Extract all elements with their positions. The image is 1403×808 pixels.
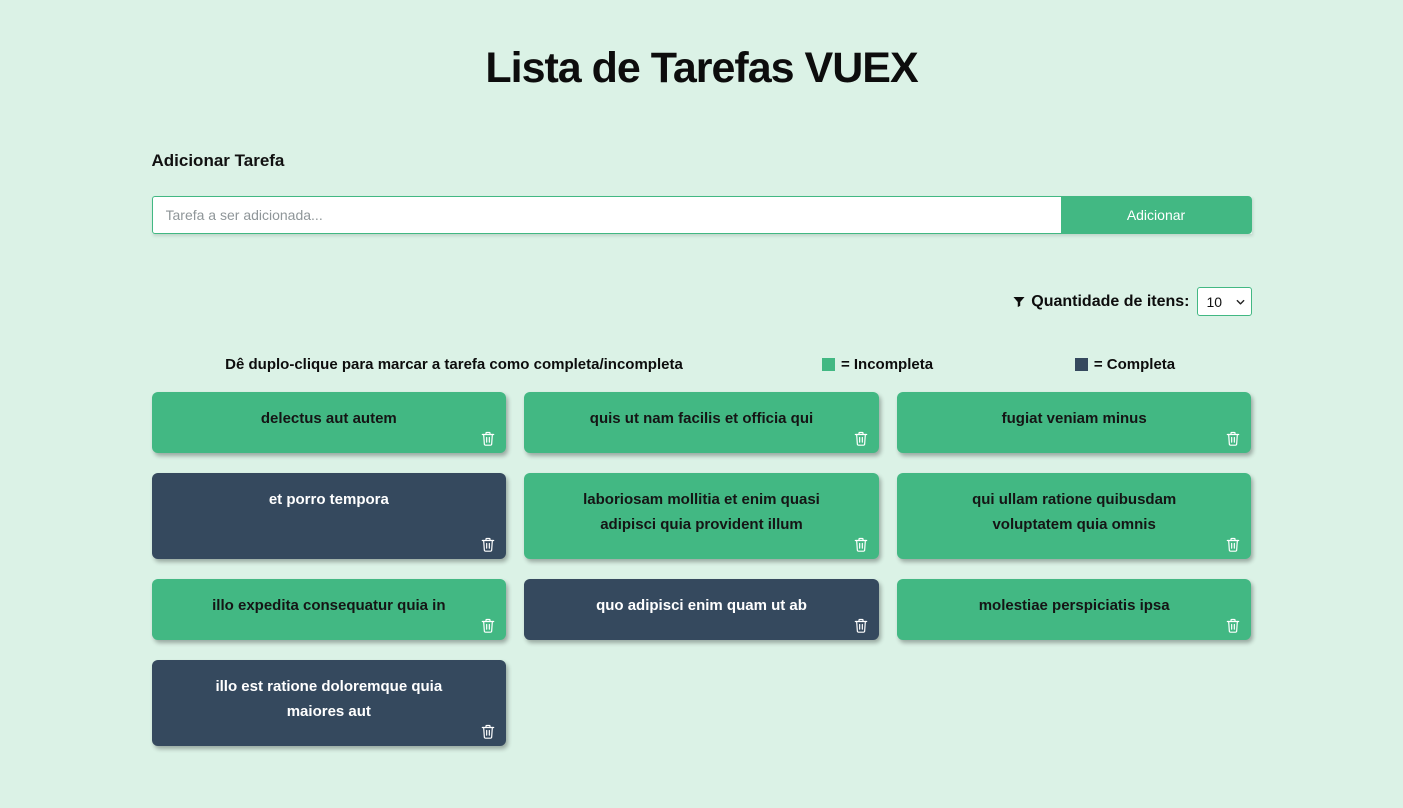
task-title: laboriosam mollitia et enim quasi adipis… <box>583 491 820 533</box>
trash-icon <box>854 537 868 552</box>
items-select-wrap: 10 <box>1196 287 1252 316</box>
task-card[interactable]: quo adipisci enim quam ut ab <box>524 579 879 640</box>
main-container: Adicionar Tarefa Adicionar Quantidade de… <box>151 151 1252 746</box>
task-card[interactable]: molestiae perspiciatis ipsa <box>896 579 1252 640</box>
task-title: et porro tempora <box>268 491 389 508</box>
delete-task-button[interactable] <box>478 615 498 636</box>
complete-label: = Completa <box>1093 356 1176 373</box>
task-card[interactable]: illo est ratione doloremque quia maiores… <box>151 660 507 746</box>
delete-task-button[interactable] <box>1223 428 1243 449</box>
delete-task-button[interactable] <box>851 615 871 636</box>
task-card[interactable]: qui ullam ratione quibusdam voluptatem q… <box>896 473 1252 559</box>
incomplete-swatch <box>821 358 835 371</box>
filter-label: Quantidade de itens: <box>1012 292 1190 311</box>
complete-swatch <box>1074 358 1088 371</box>
delete-task-button[interactable] <box>478 721 498 742</box>
legend-row: Dê duplo-clique para marcar a tarefa com… <box>152 356 1252 373</box>
task-title: qui ullam ratione quibusdam voluptatem q… <box>972 491 1177 533</box>
legend-complete: = Completa <box>999 356 1252 373</box>
delete-task-button[interactable] <box>1223 615 1243 636</box>
delete-task-button[interactable] <box>1223 534 1243 555</box>
add-task-heading: Adicionar Tarefa <box>151 151 285 170</box>
delete-task-button[interactable] <box>478 534 498 555</box>
add-task-button[interactable]: Adicionar <box>1060 196 1252 234</box>
add-task-form: Adicionar <box>151 196 1252 234</box>
task-title: quo adipisci enim quam ut ab <box>596 597 807 614</box>
task-title: delectus aut autem <box>260 410 397 427</box>
page-title: Lista de Tarefas VUEX <box>485 44 918 92</box>
trash-icon <box>481 618 495 633</box>
items-count-select[interactable]: 10 <box>1196 287 1252 316</box>
trash-icon <box>1227 537 1240 552</box>
tasks-grid: delectus aut autem quis ut nam facilis e… <box>151 392 1252 746</box>
trash-icon <box>854 431 868 446</box>
delete-task-button[interactable] <box>851 534 871 555</box>
task-card[interactable]: illo expedita consequatur quia in <box>151 579 507 640</box>
task-title: illo expedita consequatur quia in <box>212 597 446 614</box>
new-task-input[interactable] <box>151 196 1061 234</box>
task-card[interactable]: et porro tempora <box>151 473 507 559</box>
filter-label-text: Quantidade de itens: <box>1031 292 1190 310</box>
task-title: fugiat veniam minus <box>1001 410 1147 427</box>
delete-task-button[interactable] <box>851 428 871 449</box>
incomplete-label: = Incompleta <box>840 356 934 373</box>
task-title: molestiae perspiciatis ipsa <box>978 597 1170 614</box>
trash-icon <box>854 618 868 633</box>
trash-icon <box>481 431 495 446</box>
task-title: illo est ratione doloremque quia maiores… <box>215 678 443 720</box>
task-card[interactable]: fugiat veniam minus <box>896 392 1252 453</box>
task-card[interactable]: delectus aut autem <box>151 392 507 453</box>
task-card[interactable]: quis ut nam facilis et officia qui <box>524 392 879 453</box>
trash-icon <box>1227 618 1240 633</box>
trash-icon <box>481 724 495 739</box>
task-card[interactable]: laboriosam mollitia et enim quasi adipis… <box>524 473 879 559</box>
delete-task-button[interactable] <box>478 428 498 449</box>
instructions-text: Dê duplo-clique para marcar a tarefa com… <box>225 356 683 373</box>
filter-icon <box>1013 296 1025 307</box>
trash-icon <box>481 537 495 552</box>
task-title: quis ut nam facilis et officia qui <box>589 410 814 427</box>
filter-row: Quantidade de itens: 10 <box>152 287 1252 316</box>
trash-icon <box>1227 431 1240 446</box>
legend-incomplete: = Incompleta <box>757 356 999 373</box>
